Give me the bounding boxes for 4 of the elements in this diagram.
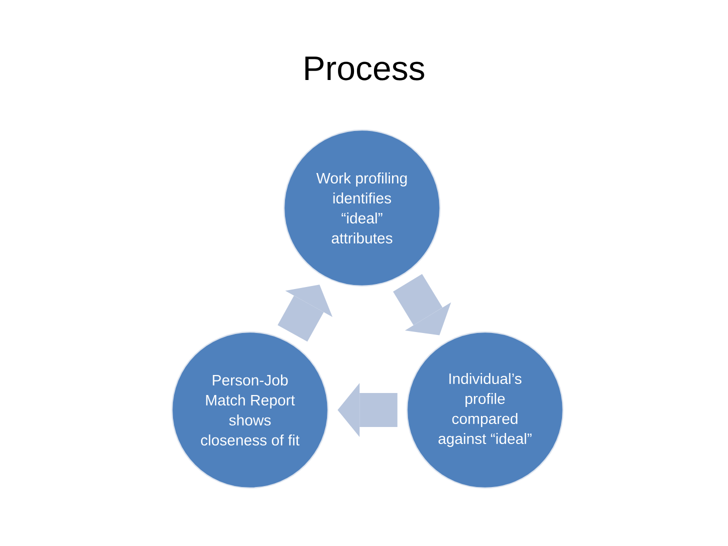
block-arrow <box>393 274 452 336</box>
title: Process <box>305 56 424 80</box>
block-arrow <box>278 284 332 342</box>
block-arrow <box>338 383 398 437</box>
